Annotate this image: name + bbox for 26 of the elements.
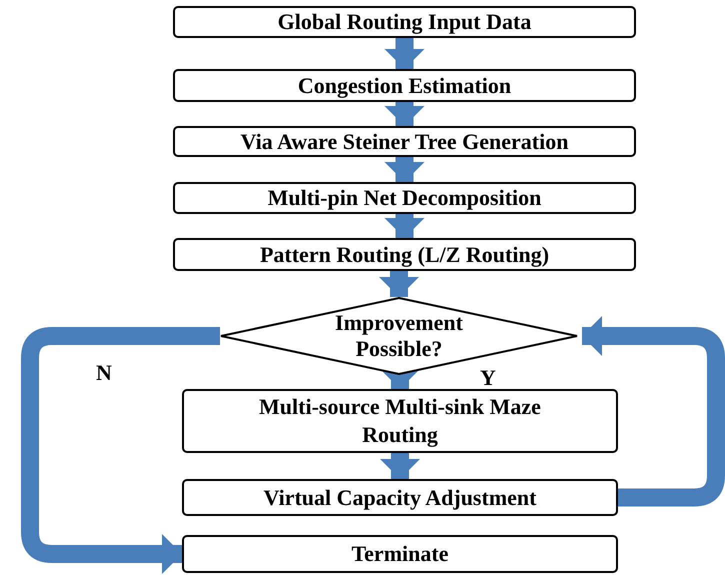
process-box: [182, 535, 618, 573]
arrow: [384, 102, 424, 126]
arrow: [384, 38, 424, 69]
step-text: Improvement Possible?: [334, 310, 464, 362]
step-text: Virtual Capacity Adjustment: [264, 484, 536, 512]
arrow: [380, 369, 420, 389]
process-box: [173, 126, 636, 157]
arrow: [384, 214, 424, 238]
arrow: [21, 327, 220, 574]
arrow: [380, 453, 420, 479]
arrow: [379, 271, 419, 297]
process-box: [173, 69, 636, 102]
arrow: [384, 157, 424, 182]
step-text: Global Routing Input Data: [278, 8, 532, 36]
step-text: Terminate: [352, 540, 448, 568]
process-box: [182, 479, 618, 516]
process-box: [173, 238, 636, 271]
arrow: [582, 316, 725, 506]
process-box: [173, 182, 636, 214]
process-box: [182, 389, 618, 453]
step-text: Congestion Estimation: [298, 72, 512, 100]
step-text: Via Aware Steiner Tree Generation: [240, 128, 568, 156]
process-box: [173, 6, 636, 38]
step-text: Pattern Routing (L/Z Routing): [260, 240, 550, 268]
step-text: Multi-source Multi-sink Maze Routing: [258, 393, 542, 449]
step-text: Multi-pin Net Decomposition: [268, 184, 542, 212]
